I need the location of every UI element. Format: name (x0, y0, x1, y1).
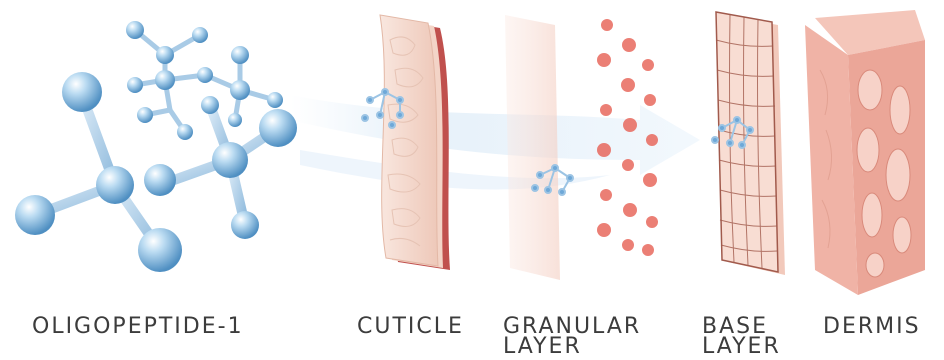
label-dermis: DERMIS (823, 317, 921, 337)
label-granular-layer: GRANULAR LAYER (503, 317, 641, 357)
cuticle-layer (380, 15, 450, 270)
label-base-line2: LAYER (702, 337, 781, 357)
label-base-layer: BASE LAYER (702, 317, 781, 357)
granular-sheet (505, 15, 560, 280)
penetration-flow-arrow (290, 95, 700, 189)
label-cuticle: CUTICLE (357, 317, 464, 337)
oligopeptide-molecule (15, 21, 297, 272)
label-granular-line2: LAYER (503, 337, 641, 357)
diagram-artwork (0, 0, 944, 300)
label-oligopeptide: OLIGOPEPTIDE-1 (32, 317, 244, 337)
dermis-layer (805, 10, 925, 295)
